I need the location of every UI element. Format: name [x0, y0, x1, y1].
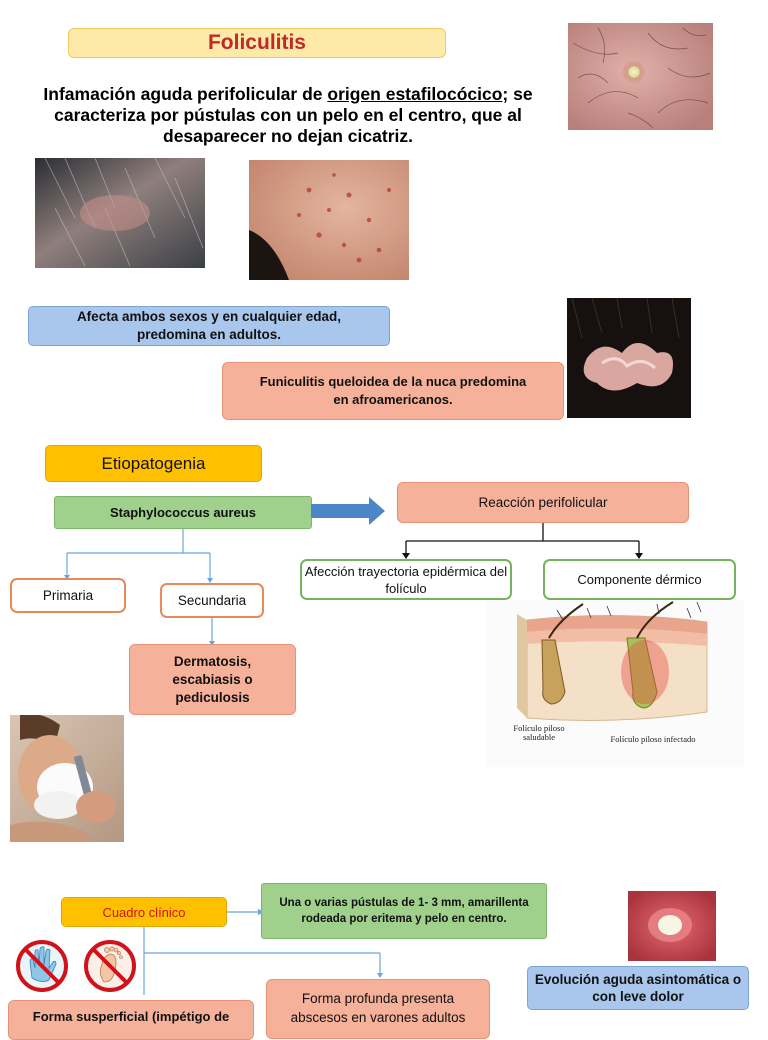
scalp-photo — [35, 158, 205, 268]
intro-period: . — [408, 126, 413, 146]
pustules-description-box: Una o varias pústulas de 1- 3 mm, amaril… — [261, 883, 547, 939]
staphylococcus-box: Staphylococcus aureus — [54, 496, 312, 529]
pustule-photo — [568, 23, 713, 130]
etiopathogenesis-heading: Etiopatogenia — [45, 445, 262, 482]
staph-connector — [64, 529, 215, 646]
secondary-box: Secundaria — [160, 583, 264, 618]
intro-underlined: origen estafilocócico — [327, 84, 503, 104]
keloid-nape-photo — [567, 298, 691, 418]
healthy-follicle-label: Folículo piloso saludable — [513, 723, 565, 742]
page-title: Foliculitis — [68, 28, 446, 58]
keloid-note: Funiculitis queloidea de la nuca predomi… — [222, 362, 564, 420]
epidermal-branch-box: Afección trayectoria epidérmica del folí… — [300, 559, 512, 600]
no-foot-icon — [84, 940, 136, 992]
infected-follicle-label: Folículo piloso infectado — [610, 734, 696, 744]
clinical-heading: Cuadro clínico — [61, 897, 227, 927]
pustule-closeup-photo — [628, 891, 716, 961]
secondary-causes-box: Dermatosis, escabiasis o pediculosis — [129, 644, 296, 715]
hair-follicle-diagram: Folículo piloso saludable Folículo pilos… — [487, 600, 744, 767]
perifollicular-reaction-box: Reacción perifolicular — [397, 482, 689, 523]
dermal-branch-box: Componente dérmico — [543, 559, 736, 600]
epidemiology-note: Afecta ambos sexos y en cualquier edad, … — [28, 306, 390, 346]
no-hand-icon — [16, 940, 68, 992]
superficial-form-box: Forma susperficial (impétigo de — [8, 1000, 254, 1040]
intro-text: Infamación aguda perifolicular de origen… — [8, 84, 568, 147]
primary-box: Primaria — [10, 578, 126, 613]
deep-form-box: Forma profunda presenta abscesos en varo… — [266, 979, 490, 1039]
clinical-connector — [143, 909, 383, 995]
evolution-box: Evolución aguda asintomática o con leve … — [527, 966, 749, 1010]
right-arrow-icon — [311, 497, 385, 525]
intro-part2: ; se caracteriza por pústulas con un pel… — [54, 84, 533, 146]
shaving-photo — [10, 715, 124, 842]
reaction-connector — [402, 523, 643, 559]
intro-part1: Infamación aguda perifolicular de — [43, 84, 328, 104]
beard-area-photo — [249, 160, 409, 280]
